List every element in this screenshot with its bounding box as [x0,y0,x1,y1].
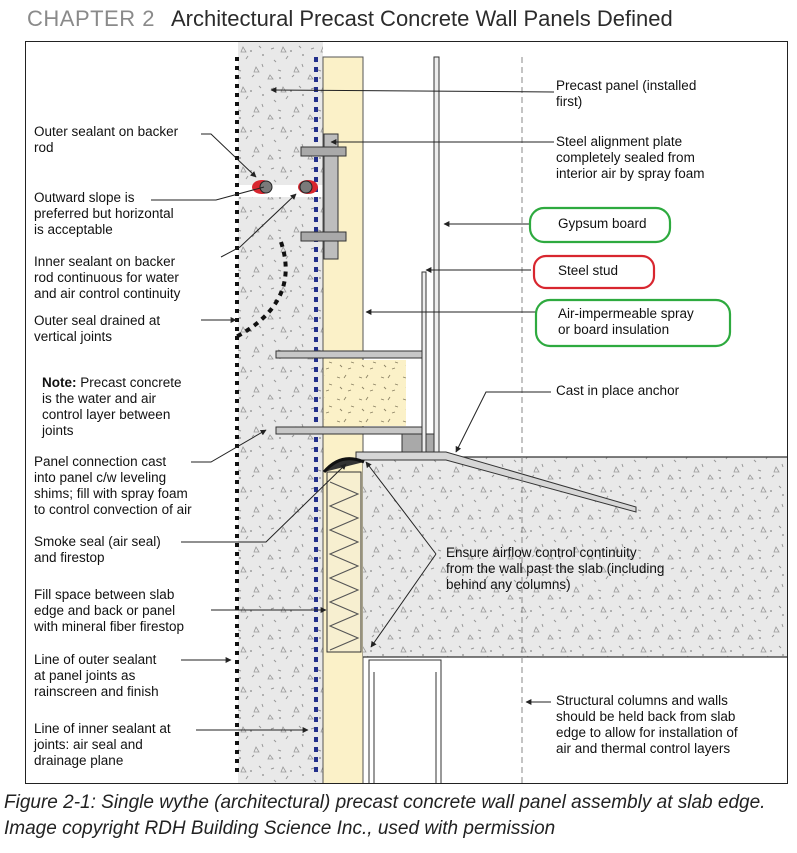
bolt-upper [300,146,347,157]
label-outer-sealant-line: Line of outer sealant at panel joints as… [34,652,159,699]
label-cast-anchor: Cast in place anchor [556,383,680,398]
caption-text: Single wythe (architectural) precast con… [4,792,766,839]
shim-stack [401,433,439,453]
label-airflow-continuity: Ensure airflow control continuity from t… [446,545,665,592]
label-insulation: Air-impermeable spray or board insulatio… [558,306,694,337]
gypsum-highlight [528,206,672,244]
label-outward-slope: Outward slope is preferred but horizonta… [34,190,174,237]
label-gypsum-board: Gypsum board [558,216,647,231]
label-inner-sealant-line: Line of inner sealant at joints: air sea… [34,721,171,768]
bolt-lower [300,231,347,242]
structural-column [368,659,442,783]
right-leaders [270,87,555,705]
label-alignment-plate: Steel alignment plate completely sealed … [556,134,705,181]
stud-highlight [532,254,656,290]
note-bold: Note: [42,375,77,390]
label-precast-panel: Precast panel (installed first) [556,78,697,109]
drained-seal-path [235,241,288,339]
alignment-plate [323,133,339,260]
page-header: CHAPTER 2 Architectural Precast Concrete … [27,6,673,38]
chapter-title: Architectural Precast Concrete Wall Pane… [170,6,673,31]
note-text: Precast concrete is the water and air co… [42,375,182,438]
steel-stud [421,271,427,453]
precast-panel [238,42,323,783]
diagram-frame: Outer sealant on backer rod Outward slop… [25,41,788,784]
left-leaders [151,133,347,733]
wall-section-drawing [151,42,787,783]
backer-rod-outer [259,180,273,194]
gypsum-board [433,56,440,453]
label-steel-stud: Steel stud [558,263,619,278]
chapter-label: CHAPTER 2 [27,6,155,31]
label-smoke-seal: Smoke seal (air seal) and firestop [34,534,161,565]
figure-number: Figure 2-1: [4,792,96,813]
backer-rod-inner [299,180,313,194]
label-structural-columns: Structural columns and walls should be h… [556,693,738,756]
connection-plate-bottom [275,426,427,435]
label-note: Note: Precast concrete is the water and … [42,375,182,439]
label-outer-sealant: Outer sealant on backer rod [34,124,179,155]
label-inner-sealant: Inner sealant on backer rod continuous f… [34,254,181,301]
insulation-highlight [534,298,732,348]
mineral-firestop [326,471,362,653]
label-outer-seal-drained: Outer seal drained at vertical joints [34,313,161,344]
label-panel-connection: Panel connection cast into panel c/w lev… [34,454,192,517]
figure-caption: Figure 2-1: Single wythe (architectural)… [4,790,794,842]
foam-fill [324,360,406,426]
connection-plate-top [275,350,427,359]
label-fill-space: Fill space between slab edge and back or… [34,587,185,634]
